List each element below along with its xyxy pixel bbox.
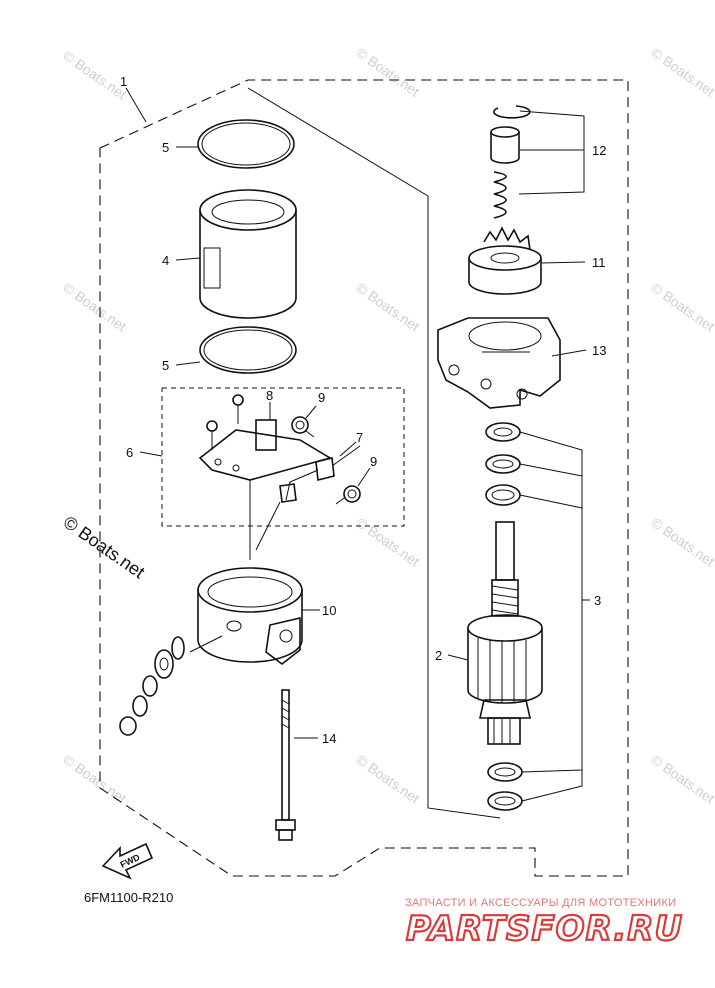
callout-5-top: 5 bbox=[162, 140, 169, 155]
fwd-arrow-icon: FWD bbox=[101, 842, 154, 880]
o-ring-top bbox=[197, 119, 295, 169]
o-ring-bottom bbox=[199, 326, 297, 374]
callout-4: 4 bbox=[162, 253, 169, 268]
guide-line bbox=[247, 87, 501, 819]
callout-9-lower: 9 bbox=[370, 454, 377, 469]
callout-11: 11 bbox=[592, 255, 606, 270]
terminal-hardware bbox=[119, 635, 223, 736]
o-ring-top-inner bbox=[201, 122, 291, 166]
watermark: © Boats.net bbox=[648, 44, 715, 99]
watermark: © Boats.net bbox=[353, 44, 422, 99]
watermark: © Boats.net bbox=[353, 751, 422, 806]
brush-spring-upper bbox=[291, 416, 315, 438]
callout-8: 8 bbox=[266, 388, 273, 403]
callout-3: 3 bbox=[594, 593, 601, 608]
watermark: © Boats.net bbox=[648, 751, 715, 806]
yoke bbox=[199, 189, 297, 319]
callout-10: 10 bbox=[322, 603, 336, 618]
brush-holder-box bbox=[161, 387, 405, 527]
armature bbox=[467, 521, 543, 745]
watermark-large: © Boats.net bbox=[60, 512, 149, 582]
callout-13: 13 bbox=[592, 343, 606, 358]
callout-9-upper: 9 bbox=[318, 390, 325, 405]
through-bolt bbox=[275, 689, 296, 841]
callout-7: 7 bbox=[356, 430, 363, 445]
brand-tagline: ЗАПЧАСТИ И АКСЕССУАРЫ ДЛЯ МОТОТЕХНИКИ bbox=[405, 897, 676, 909]
callout-14: 14 bbox=[322, 731, 336, 746]
o-ring-bottom-inner bbox=[203, 329, 293, 371]
watermark: © Boats.net bbox=[353, 514, 422, 569]
brand-logo: PARTSFOR.RU bbox=[406, 909, 683, 949]
callout-6: 6 bbox=[126, 445, 133, 460]
washers bbox=[485, 422, 523, 811]
brush-holder-assembly bbox=[198, 394, 361, 560]
brush-spring-lower bbox=[335, 485, 361, 505]
watermark: © Boats.net bbox=[60, 279, 129, 334]
pinion-drive bbox=[468, 226, 542, 295]
callout-2: 2 bbox=[435, 648, 442, 663]
watermark: © Boats.net bbox=[648, 279, 715, 334]
watermark: © Boats.net bbox=[60, 751, 129, 806]
pinion-stop-set bbox=[490, 105, 531, 219]
callout-5-bottom: 5 bbox=[162, 358, 169, 373]
drawing-code: 6FM1100-R210 bbox=[84, 890, 173, 905]
assembly-boundary bbox=[99, 79, 629, 877]
front-cover bbox=[437, 317, 561, 409]
leader-lines bbox=[125, 87, 590, 802]
callout-12: 12 bbox=[592, 143, 606, 158]
watermark: © Boats.net bbox=[648, 514, 715, 569]
callout-1: 1 bbox=[120, 74, 127, 89]
rear-cover bbox=[197, 567, 303, 666]
watermark-layer: © Boats.net © Boats.net © Boats.net © Bo… bbox=[60, 44, 715, 806]
watermark: © Boats.net bbox=[353, 279, 422, 334]
